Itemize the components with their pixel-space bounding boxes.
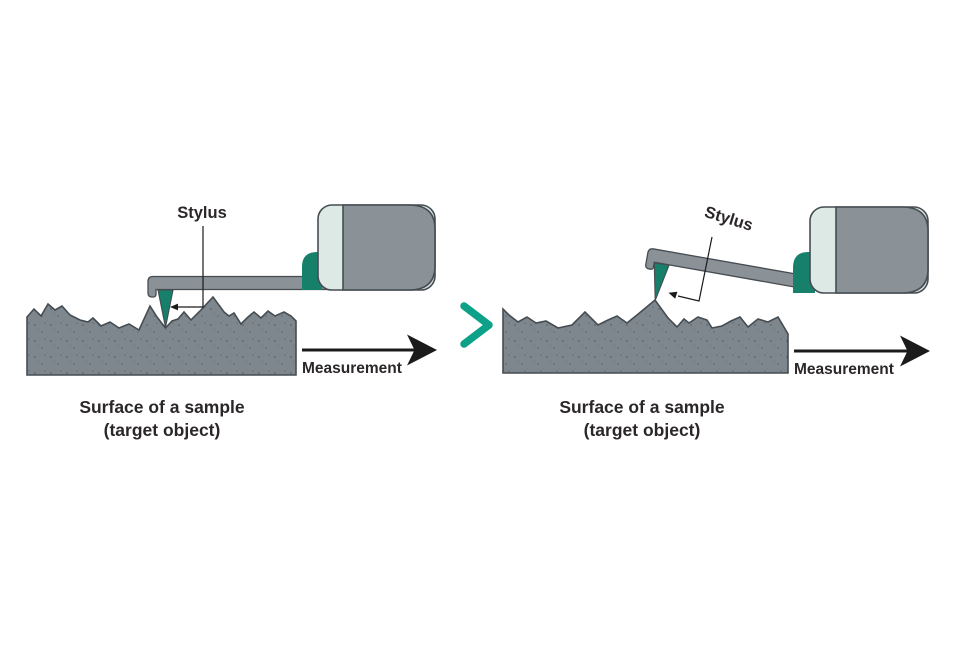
sensor-body-main xyxy=(835,206,929,294)
tilted-probe-group xyxy=(645,248,811,301)
stylus-leader-arrowhead-icon xyxy=(170,303,178,311)
stylus-label: Stylus xyxy=(702,203,755,235)
sensor-body-teal-mount xyxy=(302,252,322,290)
sample-surface-texture xyxy=(27,297,296,375)
left-panel: Stylus Measurement Surface of a sample (… xyxy=(26,204,437,440)
stylus-leader-arrowhead-icon xyxy=(668,291,678,299)
measurement-arrow xyxy=(794,335,930,367)
sample-surface xyxy=(26,295,297,376)
stylus-leader-line xyxy=(177,226,204,308)
stylus-leader-line xyxy=(677,236,713,302)
sample-surface-texture xyxy=(503,300,788,373)
caption-line-1: Surface of a sample xyxy=(559,397,725,417)
measurement-arrow xyxy=(302,334,437,366)
caption-line-2: (target object) xyxy=(104,420,221,440)
probe-arm xyxy=(147,275,331,298)
measurement-label: Measurement xyxy=(302,360,402,377)
caption-line-2: (target object) xyxy=(584,420,701,440)
probe-arm xyxy=(645,248,811,291)
sensor-body xyxy=(793,206,929,294)
measurement-label: Measurement xyxy=(794,361,894,378)
sensor-body xyxy=(302,204,436,291)
measurement-arrowhead-icon xyxy=(900,335,930,367)
right-panel: Stylus Measurement Surface of a sample (… xyxy=(502,203,930,440)
stylus-cone xyxy=(157,289,174,328)
sensor-body-main xyxy=(342,204,436,291)
stylus-cone xyxy=(653,262,670,301)
stylus-label: Stylus xyxy=(177,204,227,222)
chevron-right-icon xyxy=(460,302,493,348)
sample-surface xyxy=(502,298,789,374)
caption-line-1: Surface of a sample xyxy=(79,397,245,417)
measurement-arrowhead-icon xyxy=(407,334,437,366)
